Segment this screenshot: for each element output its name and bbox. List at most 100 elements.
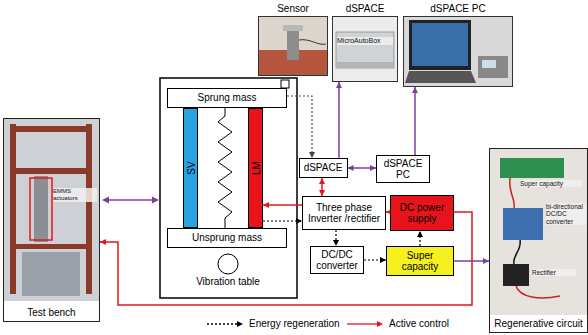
mass-box: Sprung mass	[167, 88, 287, 108]
connector	[263, 218, 302, 224]
photo-caption: dSPACE PC	[393, 2, 523, 15]
wire	[510, 178, 515, 208]
arrow-head	[417, 231, 423, 237]
mass-box: Unsprung mass	[167, 228, 287, 248]
sensor-top	[283, 25, 303, 31]
instrument	[478, 56, 508, 78]
capacitor-bank	[500, 158, 564, 178]
connector	[364, 257, 386, 263]
damper-bar: SV	[183, 108, 198, 228]
legend-item: Energy regeneration	[205, 318, 340, 329]
frame-beam	[10, 244, 92, 249]
photo-label: Rectifier	[532, 269, 576, 276]
photo-wall	[258, 16, 328, 76]
arrow-head	[348, 165, 354, 171]
connector	[348, 165, 377, 171]
photo-panel: dSPACE PC	[403, 2, 513, 87]
legend-item: Active control	[345, 318, 449, 329]
box-label: DC/DC converter	[311, 249, 363, 272]
frame-beam	[10, 168, 92, 174]
suspension-frame	[160, 78, 297, 298]
photo-bg	[490, 149, 587, 315]
connector-line	[414, 87, 416, 155]
frame-beam	[10, 126, 92, 132]
circle-outline	[218, 254, 238, 274]
photo-caption: dSPACE	[322, 2, 408, 15]
process-box: dSPACE	[299, 158, 348, 178]
actuator-highlight	[30, 178, 52, 240]
connector	[412, 87, 418, 155]
bar-label: SV	[185, 161, 196, 174]
photo-caption: Sensor	[248, 2, 338, 15]
photo-label: bi-directional DC/DC converter	[546, 203, 586, 225]
arrow-head	[263, 202, 269, 208]
actuator	[34, 176, 48, 242]
connector	[333, 230, 339, 246]
connector	[263, 202, 302, 208]
sensor-body	[287, 30, 299, 60]
circuit-photo	[490, 149, 587, 315]
photo-panel: Regenerative circuit	[489, 148, 588, 333]
photo-label: EMMS actuators	[53, 188, 97, 202]
instrument-screen	[482, 60, 496, 68]
arrow-head	[412, 87, 418, 93]
bar-label: LM	[250, 161, 261, 175]
frame-post	[86, 124, 92, 294]
process-box: Super capacity	[386, 246, 454, 276]
process-box: dSPACE PC	[376, 155, 430, 183]
bench-photo	[4, 119, 99, 301]
process-box: DC power supply	[390, 195, 454, 231]
frame-post	[10, 124, 16, 294]
arrow-head	[100, 239, 106, 245]
arrow-head	[102, 197, 109, 204]
photo-panel: Sensor	[258, 2, 328, 76]
laptop-keyboard	[405, 71, 476, 83]
legend-text: Energy regeneration	[249, 318, 340, 329]
converter-board	[503, 208, 543, 240]
arrow-head	[152, 197, 159, 204]
wire	[516, 286, 560, 298]
photo-border	[258, 16, 328, 76]
box-label: Unsprung mass	[190, 232, 264, 244]
box-label: dSPACE PC	[377, 158, 429, 181]
photo-caption: Regenerative circuit	[490, 317, 587, 330]
connector-line	[338, 82, 340, 158]
arrow-head	[336, 82, 342, 88]
photo-bg	[403, 16, 513, 87]
sensor-mark	[281, 80, 289, 88]
legend-line	[347, 323, 377, 324]
wire	[514, 240, 521, 264]
legend-text: Active control	[389, 318, 449, 329]
pc-photo	[403, 16, 513, 87]
sensor-photo	[258, 16, 328, 76]
photo-border	[332, 16, 398, 82]
process-box: DC/DC converter	[310, 246, 364, 274]
shaker-base	[22, 252, 80, 296]
photo-border	[403, 16, 513, 87]
box-label: Sprung mass	[196, 92, 259, 104]
box-label: Super capacity	[387, 250, 453, 273]
photo-bg	[4, 119, 99, 301]
box-label: Three phase Inverter /rectifier	[303, 202, 385, 225]
connector	[417, 231, 423, 246]
connector	[287, 96, 315, 158]
connector-line	[287, 96, 312, 158]
box-label: DC power supply	[391, 202, 453, 225]
rectifier-part	[503, 264, 529, 286]
sensor-cable	[299, 40, 326, 45]
device-side	[336, 62, 394, 68]
device-box	[336, 32, 394, 68]
connector	[319, 178, 325, 196]
arrow-head	[377, 321, 383, 327]
arrow-head	[319, 178, 325, 184]
legend-sample	[345, 319, 385, 329]
circle-caption: Vibration table	[190, 276, 266, 288]
laptop-screen	[409, 20, 471, 70]
connector	[336, 82, 342, 158]
process-box: Three phase Inverter /rectifier	[302, 196, 386, 230]
box-label: dSPACE	[302, 162, 345, 174]
photo-label: MicroAutoBox	[337, 37, 393, 45]
